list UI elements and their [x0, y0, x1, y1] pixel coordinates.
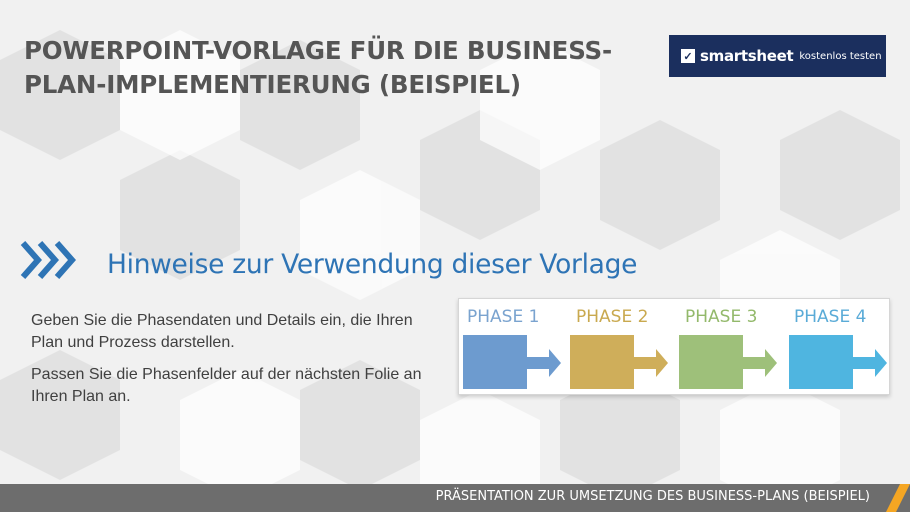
slide-title-line-2: PLAN-IMPLEMENTIERUNG (BEISPIEL)	[24, 70, 521, 99]
phase-label-2: PHASE 2	[576, 307, 649, 327]
footer-text: PRÄSENTATION ZUR UMSETZUNG DES BUSINESS-…	[435, 489, 870, 504]
chevron-arrows-icon	[20, 241, 77, 279]
phase-box-2	[570, 335, 634, 389]
phase-box-4	[789, 335, 853, 389]
footer-accent-stripe	[886, 484, 910, 512]
instruction-paragraph-2: Passen Sie die Phasenfelder auf der näch…	[31, 366, 422, 405]
phase-diagram-image: PHASE 1 PHASE 2 PHASE 3 PHASE 4	[458, 298, 890, 395]
arrow-right-icon	[527, 349, 561, 377]
footer-bar: PRÄSENTATION ZUR UMSETZUNG DES BUSINESS-…	[0, 484, 910, 512]
slide-subtitle: Hinweise zur Verwendung dieser Vorlage	[107, 249, 638, 280]
slide-title: POWERPOINT-VORLAGE FÜR DIE BUSINESS- PLA…	[24, 34, 624, 102]
phase-label-1: PHASE 1	[467, 307, 540, 327]
logo-cta: kostenlos testen	[799, 50, 882, 62]
arrow-right-icon	[634, 349, 668, 377]
checkmark-icon: ✓	[681, 49, 695, 63]
arrow-right-icon	[743, 349, 777, 377]
phase-label-3: PHASE 3	[685, 307, 758, 327]
smartsheet-logo-button[interactable]: ✓ smartsheet kostenlos testen	[669, 35, 886, 77]
slide-title-line-1: POWERPOINT-VORLAGE FÜR DIE BUSINESS-	[24, 36, 612, 65]
logo-brand: smartsheet	[700, 47, 794, 65]
phase-label-4: PHASE 4	[794, 307, 867, 327]
phase-box-3	[679, 335, 743, 389]
phase-box-1	[463, 335, 527, 389]
arrow-right-icon	[853, 349, 887, 377]
instructions-text: Geben Sie die Phasendaten und Details ei…	[31, 310, 431, 418]
instruction-paragraph-1: Geben Sie die Phasendaten und Details ei…	[31, 312, 413, 351]
